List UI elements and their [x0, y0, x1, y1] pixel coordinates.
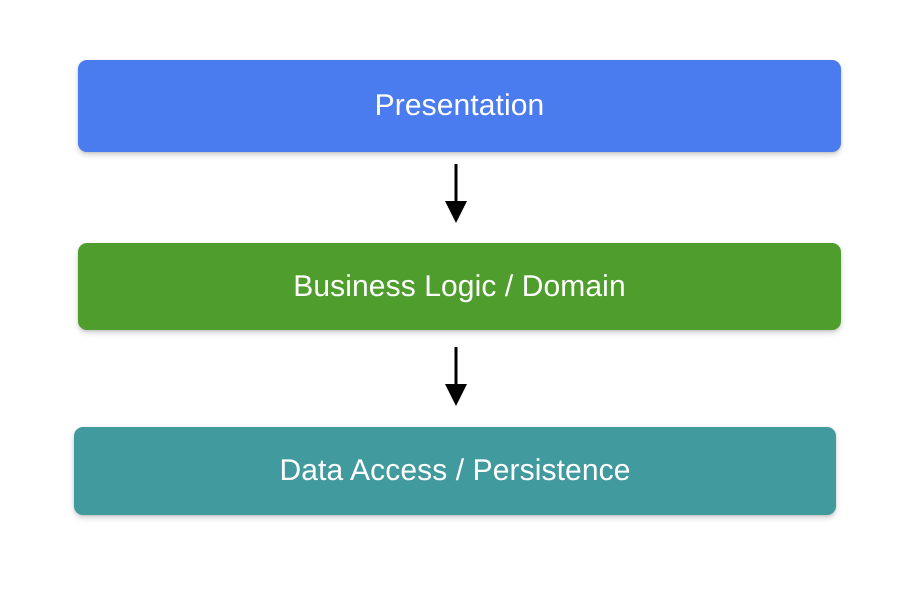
layer-node-data-access-label: Data Access / Persistence: [279, 454, 631, 487]
layer-node-business-logic[interactable]: Business Logic / Domain: [78, 243, 841, 330]
arrow-down-icon-business-to-data: [435, 345, 477, 409]
arrow-down-icon: [445, 164, 467, 223]
layer-node-business-logic-label: Business Logic / Domain: [293, 269, 626, 303]
layer-node-presentation-label: Presentation: [374, 89, 545, 122]
arrow-down-icon: [445, 347, 467, 406]
layer-node-presentation[interactable]: Presentation: [78, 60, 841, 152]
layer-node-data-access[interactable]: Data Access / Persistence: [74, 427, 836, 515]
arrow-down-icon-presentation-to-business: [435, 162, 477, 226]
